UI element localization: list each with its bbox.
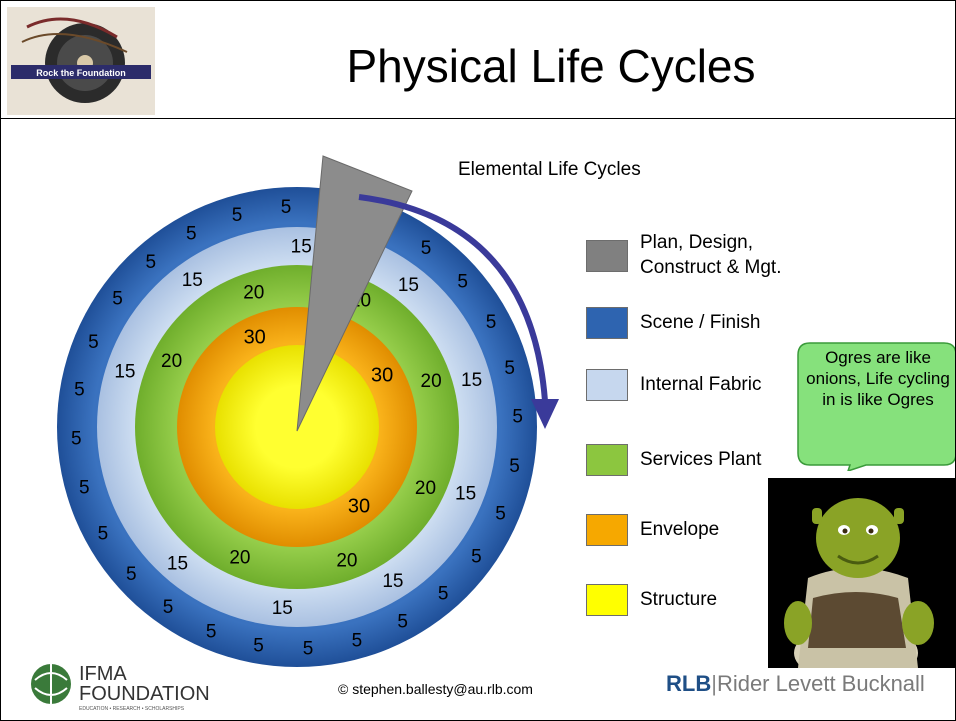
ring-label-outer: 5 — [512, 407, 523, 428]
ring-label-fabric: 15 — [182, 270, 203, 291]
ring-label-outer: 5 — [504, 358, 515, 379]
rlb-logo: RLB|Rider Levett Bucknall — [666, 671, 925, 697]
ring-label-outer: 5 — [232, 205, 243, 226]
rlb-bold: RLB — [666, 671, 712, 696]
ring-label-outer: 5 — [98, 523, 109, 544]
legend-label: Envelope — [640, 518, 720, 540]
ring-label-services: 20 — [421, 371, 442, 392]
legend-label: Plan, Design, Construct & Mgt. — [640, 232, 782, 278]
cycle-arrow-head — [531, 399, 559, 429]
rlb-separator: | — [711, 671, 717, 696]
ring-label-outer: 5 — [397, 612, 408, 633]
ring-label-outer: 5 — [126, 564, 137, 585]
ring-label-outer: 5 — [438, 583, 449, 604]
ring-label-fabric: 15 — [382, 571, 403, 592]
legend-item-envelope: Envelope — [586, 514, 719, 546]
legend-label: Services Plant — [640, 448, 762, 470]
ring-label-services: 20 — [415, 478, 436, 499]
legend-item-services: Services Plant — [586, 444, 761, 476]
ring-label-services: 20 — [229, 548, 250, 569]
ring-label-outer: 5 — [186, 224, 197, 245]
legend-swatch — [586, 239, 628, 272]
ring-label-outer: 5 — [281, 197, 292, 218]
rlb-name: Rider Levett Bucknall — [716, 671, 925, 696]
legend-item-plan: Plan, Design, Construct & Mgt. — [586, 231, 782, 280]
ring-label-fabric: 15 — [291, 237, 312, 258]
ring-label-outer: 5 — [303, 638, 314, 659]
logo-text: Rock the Foundation — [36, 68, 126, 78]
legend-swatch — [586, 369, 628, 401]
speech-bubble — [797, 342, 955, 471]
legend-swatch — [586, 584, 628, 616]
ring-label-services: 20 — [336, 551, 357, 572]
page-title: Physical Life Cycles — [346, 40, 756, 92]
legend-swatch — [586, 307, 628, 339]
legend-swatch — [586, 444, 628, 476]
legend-label: Scene / Finish — [640, 311, 761, 333]
ring-label-outer: 5 — [471, 547, 482, 568]
ogre-picture — [768, 478, 955, 668]
ring-label-outer: 5 — [352, 630, 363, 651]
ifma-line2: FOUNDATION — [79, 683, 210, 705]
ring-label-outer: 5 — [495, 504, 506, 525]
copyright-text: © stephen.ballesty@au.rlb.com — [338, 681, 533, 697]
cycle-arrow — [358, 194, 548, 402]
ring-label-outer: 5 — [206, 621, 217, 642]
ring-label-envelope: 30 — [371, 365, 393, 387]
ring-label-fabric: 15 — [272, 598, 293, 619]
ring-label-outer: 5 — [253, 635, 264, 656]
ring-label-envelope: 30 — [348, 495, 370, 517]
ifma-line1: IFMA — [79, 663, 127, 685]
legend-label: Internal Fabric — [640, 373, 762, 395]
ring-label-outer: 5 — [457, 271, 468, 292]
legend-item-scene: Scene / Finish — [586, 307, 760, 339]
bubble-text: Ogres are like onions, Life cycling in i… — [806, 348, 950, 409]
legend-label: Structure — [640, 588, 718, 610]
plan-design-wedge — [296, 155, 413, 432]
ring-label-outer: 5 — [112, 289, 123, 310]
ring-label-outer: 5 — [146, 252, 157, 273]
ring-label-services: 20 — [161, 351, 182, 372]
legend-item-fabric: Internal Fabric — [586, 369, 761, 401]
ring-label-outer: 5 — [79, 478, 90, 499]
ring-label-fabric: 15 — [398, 275, 419, 296]
ring-label-envelope: 30 — [244, 326, 266, 348]
header-divider — [1, 118, 955, 119]
diagram-subtitle: Elemental Life Cycles — [458, 159, 641, 180]
legend-swatch — [586, 514, 628, 546]
ifma-tagline: EDUCATION • RESEARCH • SCHOLARSHIPS — [79, 706, 185, 712]
legend-item-structure: Structure — [586, 584, 717, 616]
ring-label-outer: 5 — [163, 597, 174, 618]
rock-the-foundation-logo: Rock the Foundation — [7, 7, 155, 115]
ring-label-fabric: 15 — [455, 484, 476, 505]
ring-label-outer: 5 — [486, 312, 497, 333]
ring-label-outer: 5 — [421, 238, 432, 259]
ring-label-outer: 5 — [88, 332, 99, 353]
ring-label-fabric: 15 — [114, 362, 135, 383]
ring-label-fabric: 15 — [167, 554, 188, 575]
ifma-foundation-logo: IFMA FOUNDATION EDUCATION • RESEARCH • S… — [31, 663, 210, 712]
ring-label-services: 20 — [243, 282, 264, 303]
ring-label-outer: 5 — [71, 429, 82, 450]
ring-label-outer: 5 — [74, 379, 85, 400]
ring-label-outer: 5 — [509, 456, 520, 477]
ring-label-fabric: 15 — [461, 370, 482, 391]
